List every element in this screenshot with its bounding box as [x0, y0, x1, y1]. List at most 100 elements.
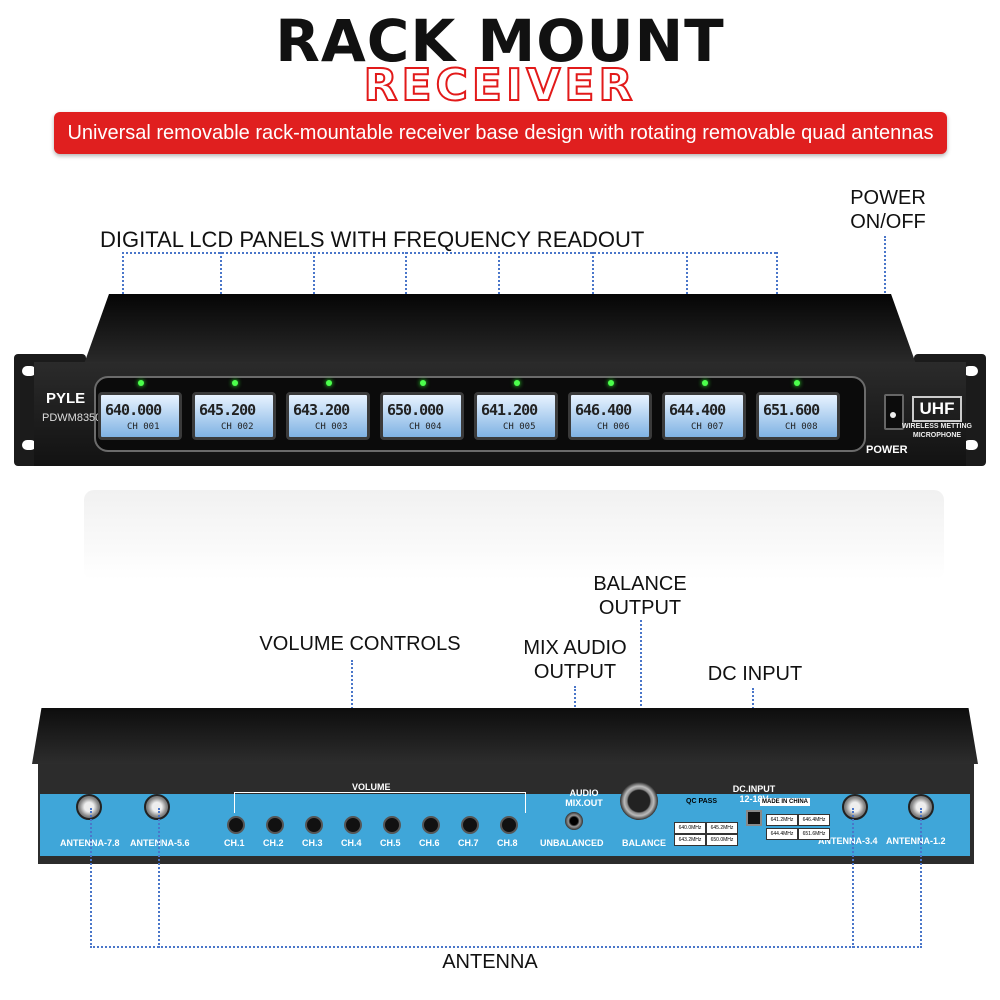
- lcd-panel-3: 643.200 CH 003: [286, 392, 370, 440]
- balance-label: BALANCE: [622, 838, 666, 848]
- front-reflection: [84, 490, 944, 580]
- audio-mix-out-line2: MIX.OUT: [565, 798, 603, 808]
- volume-bracket: [234, 792, 526, 813]
- freq-chip: 650.0MHz: [706, 834, 738, 846]
- power-callout-line1: POWER: [850, 187, 926, 209]
- audio-mix-out-label: AUDIO MIX.OUT: [564, 788, 604, 808]
- title-rack-mount: RACK MOUNT: [275, 7, 725, 75]
- channel-label: CH.1: [224, 838, 245, 848]
- lcd-panel-7: 644.400 CH 007: [662, 392, 746, 440]
- feature-banner: Universal removable rack-mountable recei…: [54, 112, 947, 154]
- rf-led-5: [514, 380, 520, 386]
- lcd-panel-8: 651.600 CH 008: [756, 392, 840, 440]
- antenna-label-3-4: ANTENNA-3.4: [818, 836, 878, 846]
- rf-led-4: [420, 380, 426, 386]
- lcd-frequency: 640.000: [105, 401, 162, 419]
- volume-controls-callout: VOLUME CONTROLS: [259, 633, 461, 655]
- dc-input-jack[interactable]: [746, 810, 762, 826]
- power-callout-line2: ON/OFF: [850, 211, 926, 233]
- power-switch[interactable]: [884, 394, 904, 430]
- rf-led-8: [794, 380, 800, 386]
- volume-knob-ch7[interactable]: [461, 816, 479, 834]
- dc-input-line1: DC.INPUT: [732, 784, 776, 794]
- antenna-connector-3-4[interactable]: [842, 794, 868, 820]
- balance-output-callout: BALANCE OUTPUT: [560, 572, 720, 620]
- uhf-subtitle-line1: WIRELESS METTING: [902, 423, 972, 430]
- rf-led-1: [138, 380, 144, 386]
- rf-led-2: [232, 380, 238, 386]
- lcd-channel: CH 004: [409, 422, 442, 432]
- balance-line: [640, 620, 642, 790]
- channel-label: CH.5: [380, 838, 401, 848]
- lcd-frequency: 644.400: [669, 401, 726, 419]
- lcd-channel: CH 008: [785, 422, 818, 432]
- rear-chassis-top: [32, 708, 978, 764]
- mix-audio-output-callout: MIX AUDIO OUTPUT: [500, 636, 650, 684]
- mix-callout-line2: OUTPUT: [533, 661, 617, 683]
- title-receiver: RECEIVER: [363, 60, 637, 111]
- channel-label: CH.4: [341, 838, 362, 848]
- lcd-frequency: 643.200: [293, 401, 350, 419]
- dc-input-label: DC.INPUT 12-18V: [732, 784, 776, 804]
- freq-chip: 640.0MHz: [674, 822, 706, 834]
- audio-mix-out-line1: AUDIO: [569, 788, 599, 798]
- lcd-channel: CH 007: [691, 422, 724, 432]
- lcd-callout-bracket: [122, 252, 776, 254]
- volume-knob-ch6[interactable]: [422, 816, 440, 834]
- channel-label: CH.2: [263, 838, 284, 848]
- lcd-panel-5: 641.200 CH 005: [474, 392, 558, 440]
- volume-knob-ch1[interactable]: [227, 816, 245, 834]
- lcd-channel: CH 002: [221, 422, 254, 432]
- made-in-label: MADE IN CHINA: [760, 798, 810, 806]
- lcd-frequency: 651.600: [763, 401, 820, 419]
- balance-xlr-output[interactable]: [620, 782, 658, 820]
- lcd-frequency: 650.000: [387, 401, 444, 419]
- volume-label: VOLUME: [352, 782, 391, 792]
- receiver-rear-unit: ANTENNA-7.8 ANTENNA-5.6 ANTENNA-3.4 ANTE…: [24, 708, 986, 868]
- freq-chip: 646.4MHz: [798, 814, 830, 826]
- balance-callout-line2: OUTPUT: [598, 597, 682, 619]
- antenna-label-7-8: ANTENNA-7.8: [60, 838, 120, 848]
- antenna-connector-5-6[interactable]: [144, 794, 170, 820]
- lcd-channel: CH 006: [597, 422, 630, 432]
- antenna-bracket: [90, 946, 922, 948]
- antenna-line-3: [852, 808, 854, 948]
- lcd-frequency: 645.200: [199, 401, 256, 419]
- dc-input-callout: DC INPUT: [707, 663, 803, 685]
- lcd-panel-2: 645.200 CH 002: [192, 392, 276, 440]
- lcd-channel: CH 003: [315, 422, 348, 432]
- lcd-channel: CH 005: [503, 422, 536, 432]
- channel-label: CH.7: [458, 838, 479, 848]
- rf-led-7: [702, 380, 708, 386]
- lcd-frequency: 641.200: [481, 401, 538, 419]
- antenna-callout: ANTENNA: [442, 951, 538, 973]
- antenna-connector-7-8[interactable]: [76, 794, 102, 820]
- channel-label: CH.8: [497, 838, 518, 848]
- mix-callout-line1: MIX AUDIO: [523, 637, 627, 659]
- freq-chip: 645.2MHz: [706, 822, 738, 834]
- brand-logo: PYLE: [46, 390, 86, 407]
- mix-out-jack[interactable]: [565, 812, 583, 830]
- dc-input-line2: 12-18V: [739, 794, 769, 804]
- volume-knob-ch8[interactable]: [500, 816, 518, 834]
- channel-label: CH.3: [302, 838, 323, 848]
- chassis-top: [84, 294, 916, 364]
- power-callout: POWER ON/OFF: [828, 186, 948, 234]
- channel-label: CH.6: [419, 838, 440, 848]
- qc-pass-sticker: QC PASS: [686, 798, 717, 805]
- lcd-panels-callout: DIGITAL LCD PANELS WITH FREQUENCY READOU…: [100, 227, 645, 252]
- volume-knob-ch3[interactable]: [305, 816, 323, 834]
- antenna-line-1: [90, 808, 92, 948]
- antenna-line-4: [920, 808, 922, 948]
- uhf-badge: UHF: [912, 396, 962, 422]
- volume-knob-ch5[interactable]: [383, 816, 401, 834]
- model-number: PDWM8350: [42, 412, 102, 424]
- volume-knob-ch4[interactable]: [344, 816, 362, 834]
- freq-chip: 651.6MHz: [798, 828, 830, 840]
- volume-knob-ch2[interactable]: [266, 816, 284, 834]
- unbalanced-label: UNBALANCED: [540, 838, 604, 848]
- freq-chip: 644.4MHz: [766, 828, 798, 840]
